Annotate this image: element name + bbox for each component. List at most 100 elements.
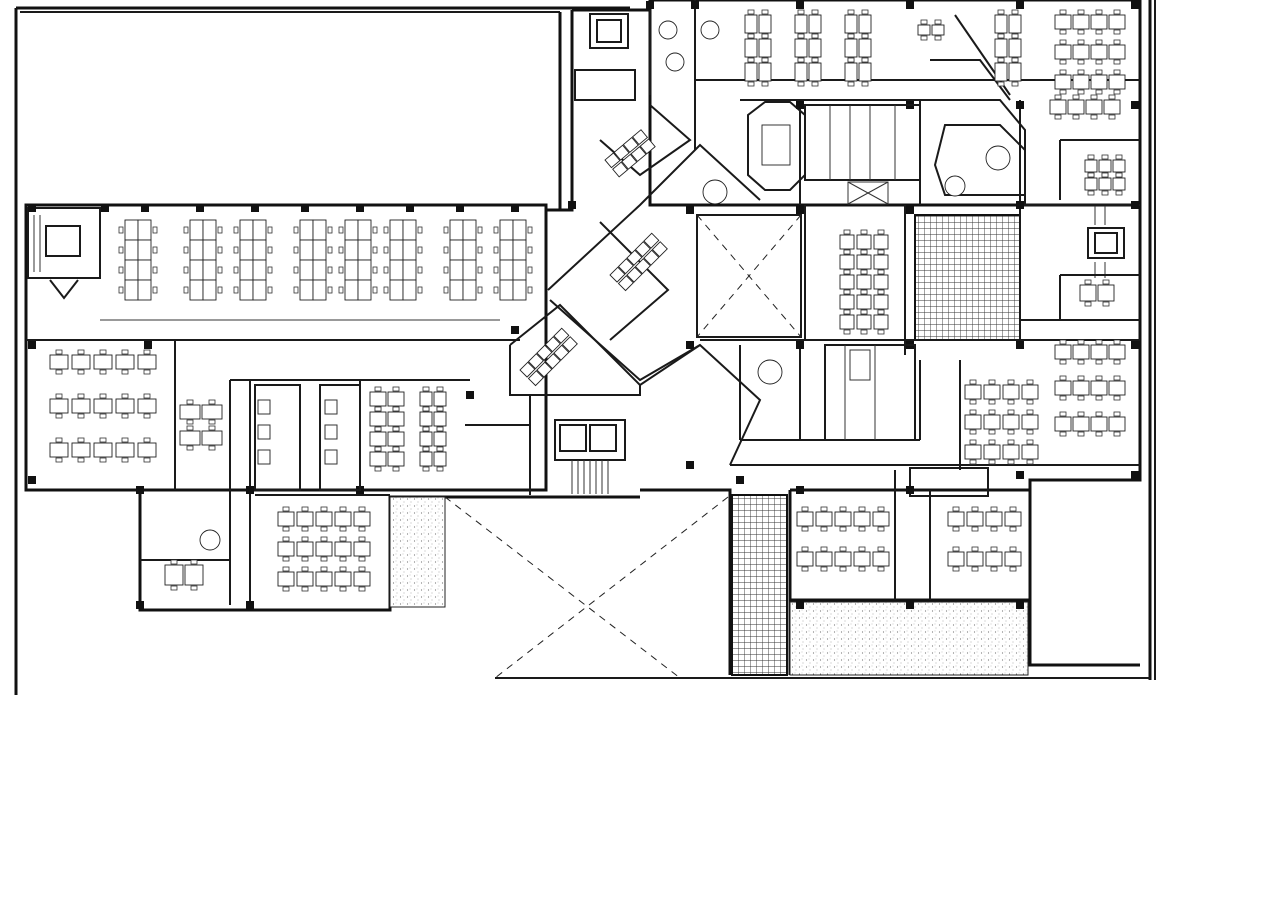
desk <box>873 234 889 250</box>
structural-column <box>686 341 694 349</box>
chair <box>293 246 299 254</box>
chair <box>417 226 423 234</box>
desk <box>794 14 808 34</box>
chair <box>358 506 366 512</box>
chair <box>1095 339 1103 345</box>
chair <box>847 81 855 87</box>
desk <box>277 571 295 587</box>
chair <box>858 566 866 572</box>
chair <box>934 19 942 25</box>
structural-column <box>1016 101 1024 109</box>
chair <box>952 546 960 552</box>
desk <box>71 398 91 414</box>
structural-column <box>28 204 36 212</box>
chair <box>1095 359 1103 365</box>
chair <box>969 439 977 445</box>
desk-block <box>49 349 157 463</box>
chair <box>1059 375 1067 381</box>
chair <box>797 33 805 39</box>
desk <box>137 259 152 281</box>
desk <box>512 239 527 261</box>
desk <box>387 431 405 447</box>
chair <box>1054 114 1062 120</box>
chair <box>820 506 828 512</box>
chair <box>1113 39 1121 45</box>
chair <box>443 226 449 234</box>
chair <box>339 556 347 562</box>
desk <box>402 259 417 281</box>
desk <box>124 239 139 261</box>
desk-block <box>796 506 890 572</box>
chair <box>422 406 430 412</box>
chair <box>858 506 866 512</box>
chair <box>186 419 194 425</box>
desk <box>527 353 544 370</box>
chair <box>183 286 189 294</box>
chair <box>118 266 124 274</box>
desk <box>124 279 139 301</box>
structural-column <box>301 204 309 212</box>
structural-column <box>246 486 254 494</box>
chair <box>372 226 378 234</box>
desk <box>419 451 433 467</box>
chair <box>320 566 328 572</box>
desk <box>1072 74 1090 90</box>
chair <box>1115 172 1123 178</box>
chair <box>860 269 868 275</box>
chair <box>152 226 158 234</box>
terrace-paving-south <box>789 601 1029 676</box>
chair <box>327 246 333 254</box>
chair <box>372 246 378 254</box>
chair <box>186 445 194 451</box>
desk <box>1008 38 1022 58</box>
desk <box>184 564 204 586</box>
desk <box>402 279 417 301</box>
chair <box>860 329 868 335</box>
structural-column <box>511 326 519 334</box>
desk <box>277 511 295 527</box>
desk <box>815 551 833 567</box>
chair <box>1077 39 1085 45</box>
desk-block <box>179 399 223 451</box>
desk <box>794 38 808 58</box>
chair <box>358 556 366 562</box>
desk <box>115 398 135 414</box>
desk <box>612 161 629 178</box>
chair <box>969 399 977 405</box>
chair <box>392 446 400 452</box>
desk <box>299 219 314 241</box>
desk <box>872 551 890 567</box>
chair <box>301 536 309 542</box>
desk <box>983 414 1001 430</box>
desk <box>634 258 651 275</box>
desk <box>389 259 404 281</box>
desk <box>1054 344 1072 360</box>
desk <box>1008 62 1022 82</box>
desk-block <box>839 229 889 335</box>
desk-block <box>1054 339 1126 437</box>
desk <box>994 14 1008 34</box>
desk <box>299 239 314 261</box>
desk-block <box>277 506 371 592</box>
desk <box>449 279 464 301</box>
desk <box>796 551 814 567</box>
chair <box>877 506 885 512</box>
desk <box>296 571 314 587</box>
desk <box>839 314 855 330</box>
chair <box>747 81 755 87</box>
desk <box>252 259 267 281</box>
desk <box>1021 384 1039 400</box>
chair <box>267 246 273 254</box>
chair <box>339 526 347 532</box>
chair <box>797 9 805 15</box>
chair <box>1101 190 1109 196</box>
desk-block <box>844 9 872 87</box>
chair <box>1087 172 1095 178</box>
desk-column <box>183 219 223 301</box>
structural-column <box>796 601 804 609</box>
chair <box>267 286 273 294</box>
desk <box>856 314 872 330</box>
desk <box>853 551 871 567</box>
chair <box>1113 411 1121 417</box>
chair <box>820 526 828 532</box>
